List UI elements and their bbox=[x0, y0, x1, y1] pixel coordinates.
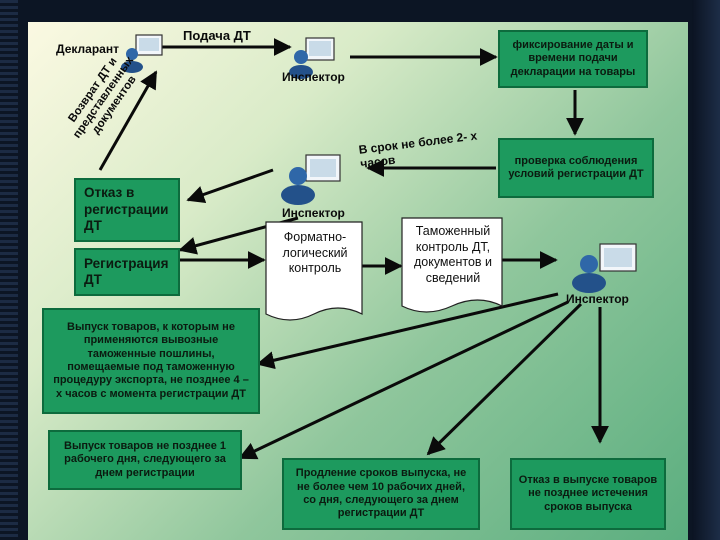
fix-date-box: фиксирование даты и времени подачи декла… bbox=[498, 30, 648, 88]
left-decor-stripe bbox=[0, 0, 18, 540]
customs-control-doc-shape bbox=[401, 217, 503, 313]
arrow-inspector-to-release-export bbox=[256, 292, 559, 370]
right-decor-stripe bbox=[692, 0, 720, 540]
inspector-mid-label: Инспектор bbox=[282, 206, 345, 220]
extension-box: Продление сроков выпуска, не не более че… bbox=[282, 458, 480, 530]
refusal-release-box: Отказ в выпуске товаров не позднее истеч… bbox=[510, 458, 666, 530]
refusal-box: Отказ в регистрации ДТ bbox=[74, 178, 180, 242]
arrow-refusal-to-declarant bbox=[98, 70, 158, 171]
registration-box: Регистрация ДТ bbox=[74, 248, 180, 296]
release-1day-box: Выпуск товаров не позднее 1 рабочего дня… bbox=[48, 430, 242, 490]
submission-label: Подача ДТ bbox=[183, 28, 251, 43]
arrow-inspector-to-refusal bbox=[186, 168, 274, 204]
inspector-right-computer-icon bbox=[572, 243, 637, 293]
inspector-right-label: Инспектор bbox=[566, 292, 629, 306]
customs-control-text: Таможенный контроль ДТ, документов и све… bbox=[413, 224, 493, 285]
connector-arrows bbox=[98, 34, 637, 460]
format-control-doc-shape bbox=[265, 221, 363, 321]
arrow-inspector-to-extension bbox=[426, 302, 583, 456]
diagram-canvas: Декларант Подача ДТ Инспектор Инспектор … bbox=[28, 22, 688, 540]
inspector-mid-computer-icon bbox=[281, 154, 341, 205]
declarant-computer-icon bbox=[121, 34, 163, 73]
arrow-inspector-to-release-1day bbox=[238, 300, 569, 460]
inspector-top-label: Инспектор bbox=[282, 70, 345, 84]
format-control-text: Форматно-логический контроль bbox=[282, 230, 348, 276]
inspector-top-computer-icon bbox=[289, 37, 335, 79]
check-conditions-box: проверка соблюдения условий регистрации … bbox=[498, 138, 654, 198]
release-export-box: Выпуск товаров, к которым не применяются… bbox=[42, 308, 260, 414]
declarant-label: Декларант bbox=[56, 42, 119, 56]
